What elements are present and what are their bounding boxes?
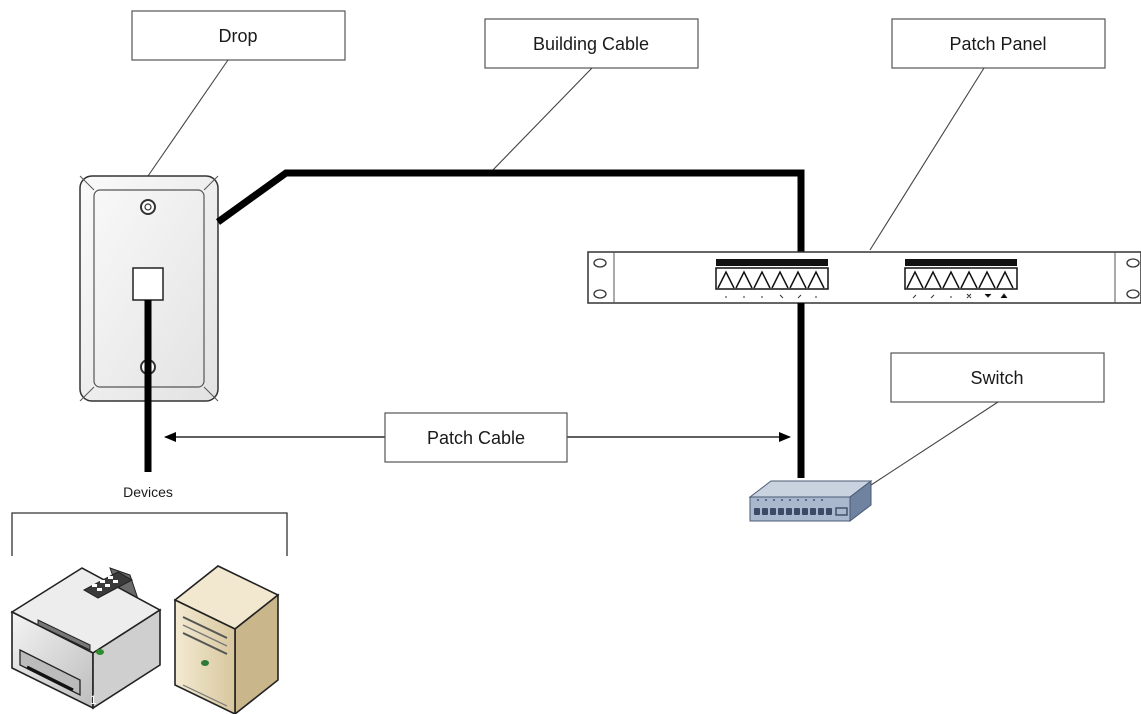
drop-label-text: Drop — [218, 26, 257, 46]
patch-panel-ports-right — [904, 259, 1018, 299]
patch-panel-icon — [587, 251, 1141, 304]
server-tower-icon — [173, 565, 280, 714]
devices-bracket — [11, 512, 288, 556]
switch-label-text: Switch — [970, 368, 1023, 388]
building-cable-label: Building Cable — [484, 18, 699, 69]
drop-label-box — [131, 10, 346, 61]
patch-cable-label-text: Patch Cable — [427, 428, 525, 448]
building-cable-label-box — [484, 18, 699, 69]
patch-panel-ports-left — [715, 259, 829, 299]
switch-label-box — [890, 352, 1105, 403]
network-switch-icon — [748, 479, 873, 523]
devices-label: Devices — [123, 484, 173, 500]
patch-panel-label-box — [891, 18, 1106, 69]
switch-leader-line — [867, 401, 999, 488]
building-cable-leader-line — [489, 67, 593, 174]
building-cable-label-text: Building Cable — [533, 34, 649, 54]
switch-label: Switch — [890, 352, 1105, 403]
drop-leader-line — [147, 59, 229, 177]
patch-cable-label: Patch Cable — [384, 412, 568, 463]
jack-port-icon — [132, 267, 164, 301]
printer-badge: 1 — [90, 693, 97, 707]
patch-cable-label-box — [384, 412, 568, 463]
printer-icon: 1 — [10, 567, 162, 710]
building-cable-line — [215, 169, 805, 252]
patch-panel-label-text: Patch Panel — [949, 34, 1046, 54]
patch-panel-leader-line — [869, 67, 985, 251]
screw-icon — [140, 199, 156, 215]
drop-label: Drop — [131, 10, 346, 61]
patch-panel-label: Patch Panel — [891, 18, 1106, 69]
